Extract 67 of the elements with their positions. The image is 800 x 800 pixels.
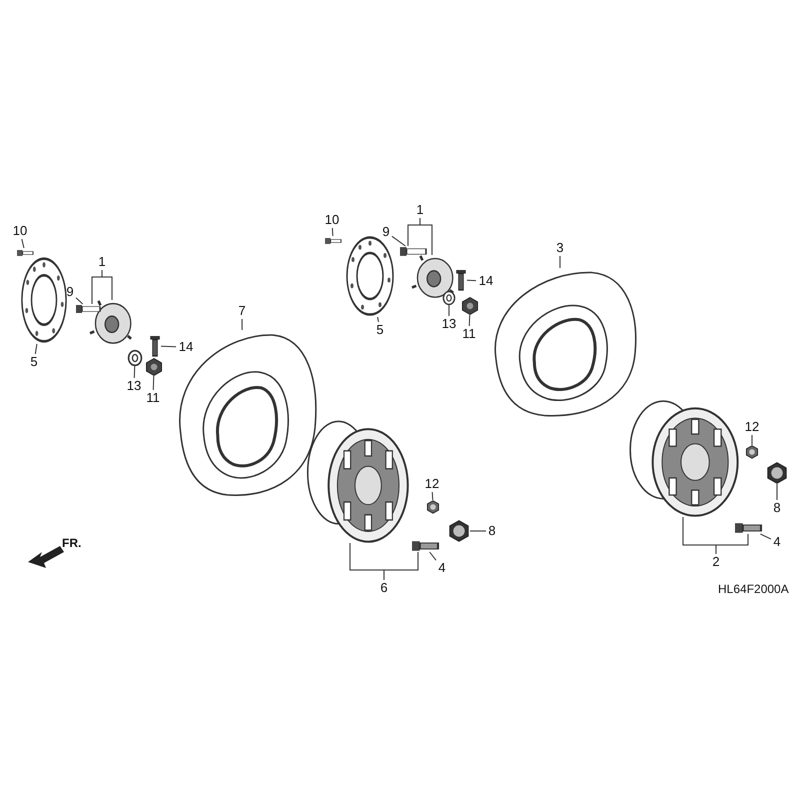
callout-number: 14 (476, 273, 496, 289)
wheel-hub-drawing (90, 300, 132, 345)
leader-line (152, 376, 154, 390)
callout-number: 11 (459, 326, 479, 342)
bolt-drawing (325, 236, 341, 246)
callout-number: 4 (436, 560, 448, 576)
callout-number: 4 (771, 534, 783, 550)
callout-number: 9 (64, 284, 76, 300)
leader-line (134, 366, 136, 378)
leader-line (76, 297, 84, 304)
leader-line (21, 238, 24, 248)
cotter-pin-drawing (149, 336, 161, 356)
brake-disc-drawing (20, 256, 68, 344)
castle-nut-drawing (145, 358, 163, 376)
washer-drawing (442, 291, 456, 305)
callout-number: 3 (554, 240, 566, 256)
cotter-pin-drawing (455, 270, 467, 290)
leader-line (466, 280, 476, 282)
callout-number: 13 (439, 316, 459, 332)
castle-nut-drawing (461, 297, 479, 315)
callout-number: 6 (378, 580, 390, 596)
bolt-drawing (17, 248, 33, 258)
cap-nut-drawing (766, 462, 788, 484)
callout-number: 5 (28, 354, 40, 370)
brake-disc-drawing (345, 235, 395, 317)
leader-line (432, 492, 434, 500)
callout-number: 1 (414, 202, 426, 218)
leader-line (332, 228, 334, 236)
valve-stem-drawing (412, 540, 438, 552)
callout-number: 12 (422, 476, 442, 492)
callout-number: 13 (124, 378, 144, 394)
callout-number: 8 (486, 523, 498, 539)
leader-line (384, 552, 418, 580)
callout-number: 12 (742, 419, 762, 435)
leader-line (392, 236, 406, 246)
leader-line (242, 318, 243, 330)
valve-stem-drawing (735, 522, 761, 534)
callout-number: 8 (771, 500, 783, 516)
diagram-code: HL64F2000A (718, 582, 789, 596)
cap-nut-drawing (448, 520, 470, 542)
callout-number: 10 (10, 223, 30, 239)
leader-line (92, 270, 102, 304)
leader-line (716, 534, 748, 554)
leader-line (448, 304, 450, 316)
wheel-hub-drawing (412, 255, 454, 299)
leader-line (470, 530, 486, 532)
callout-number: 10 (322, 212, 342, 228)
callout-number: 9 (380, 224, 392, 240)
leader-line (776, 484, 778, 500)
stud-bolt-drawing (76, 304, 100, 314)
stud-bolt-drawing (400, 246, 426, 257)
callout-number: 11 (143, 390, 163, 406)
callout-number: 7 (236, 303, 248, 319)
callout-number: 14 (176, 339, 196, 355)
callout-number: 2 (710, 554, 722, 570)
leader-line (760, 534, 772, 540)
lug-nut-drawing (426, 500, 440, 514)
washer-drawing (127, 350, 143, 366)
lug-nut-drawing (745, 445, 759, 459)
direction-label: FR. (62, 536, 82, 550)
leader-line (34, 344, 38, 354)
leader-line (468, 314, 470, 326)
callout-number: 1 (96, 254, 108, 270)
leader-line (429, 552, 436, 561)
callout-number: 5 (374, 322, 386, 338)
leader-line (377, 316, 379, 322)
leader-line (160, 346, 176, 348)
